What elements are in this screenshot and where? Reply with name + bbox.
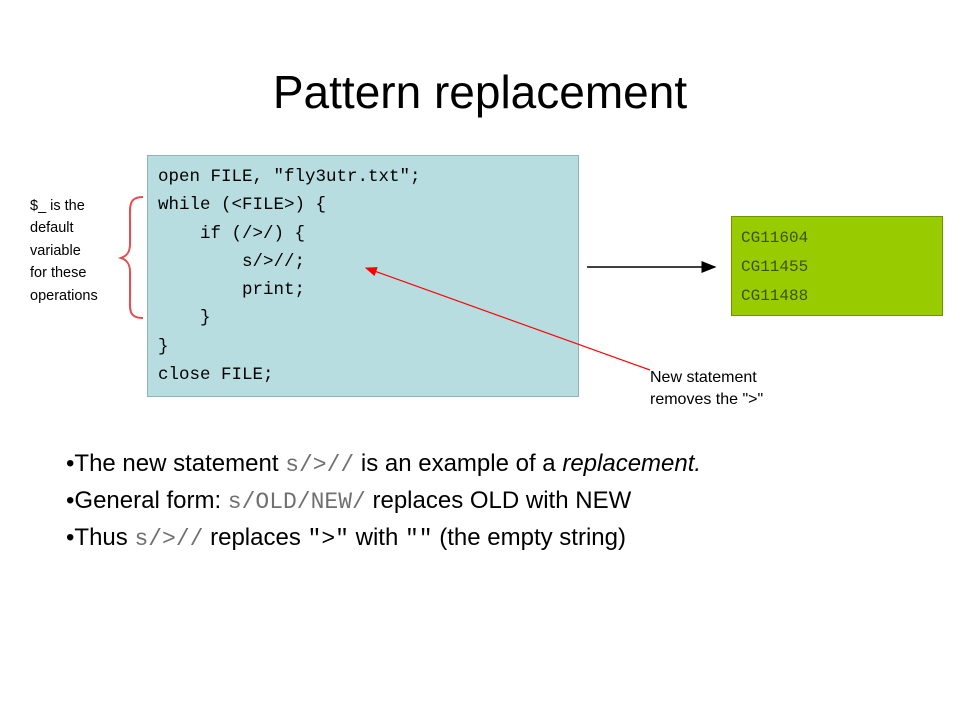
output-block: CG11604 CG11455 CG11488 xyxy=(731,216,943,316)
bullet-text: (the empty string) xyxy=(432,524,626,551)
inline-code: s/>// xyxy=(285,452,355,478)
callout-note: New statement removes the ">" xyxy=(650,367,763,411)
inline-code: s/>// xyxy=(134,526,204,552)
code-line: close FILE; xyxy=(158,365,274,386)
callout-arrow xyxy=(364,267,651,371)
inline-code: s/OLD/NEW/ xyxy=(227,489,366,515)
side-note: $_ is the default variable for these ope… xyxy=(30,195,130,307)
bullet-item: •The new statement s/>// is an example o… xyxy=(66,446,946,483)
code-block: open FILE, "fly3utr.txt"; while (<FILE>)… xyxy=(147,155,579,397)
bullet-text: with xyxy=(348,524,405,551)
output-line: CG11488 xyxy=(741,287,809,305)
code-line: } xyxy=(158,336,169,357)
bullet-list: •The new statement s/>// is an example o… xyxy=(66,446,946,557)
side-note-line: operations xyxy=(30,287,98,304)
bullet-item: •General form: s/OLD/NEW/ replaces OLD w… xyxy=(66,483,946,520)
emphasis-text: replacement. xyxy=(562,450,702,477)
inline-code: "" xyxy=(404,526,433,552)
brace-icon xyxy=(117,196,144,319)
bullet-text: replaces xyxy=(203,524,308,551)
side-note-line: for these xyxy=(30,265,87,282)
code-line: } xyxy=(158,308,211,329)
bullet-marker: • xyxy=(66,487,75,514)
bullet-text: General form: xyxy=(74,487,228,514)
bullet-text: is an example of a xyxy=(354,450,563,477)
code-line: if (/>/) { xyxy=(158,223,306,244)
bullet-text: Thus xyxy=(74,524,135,551)
bullet-marker: • xyxy=(66,450,75,477)
callout-line: New statement xyxy=(650,369,757,386)
side-note-line: default xyxy=(30,220,74,237)
inline-code: ">" xyxy=(307,526,349,552)
output-line: CG11455 xyxy=(741,258,809,276)
slide-title: Pattern replacement xyxy=(272,66,688,118)
code-line: open FILE, "fly3utr.txt"; xyxy=(158,167,421,187)
side-note-line: variable xyxy=(30,242,81,259)
bullet-text: The new statement xyxy=(74,450,286,477)
bullet-item: •Thus s/>// replaces ">" with "" (the em… xyxy=(66,520,946,557)
callout-line: removes the ">" xyxy=(650,391,764,408)
code-line: s/>//; xyxy=(158,251,306,272)
output-line: CG11604 xyxy=(741,229,809,247)
bullet-text: replaces OLD with NEW xyxy=(365,487,632,514)
code-line: while (<FILE>) { xyxy=(158,195,327,216)
bullet-marker: • xyxy=(66,524,75,551)
side-note-line: $_ is the xyxy=(30,198,85,214)
code-line: print; xyxy=(158,280,306,301)
